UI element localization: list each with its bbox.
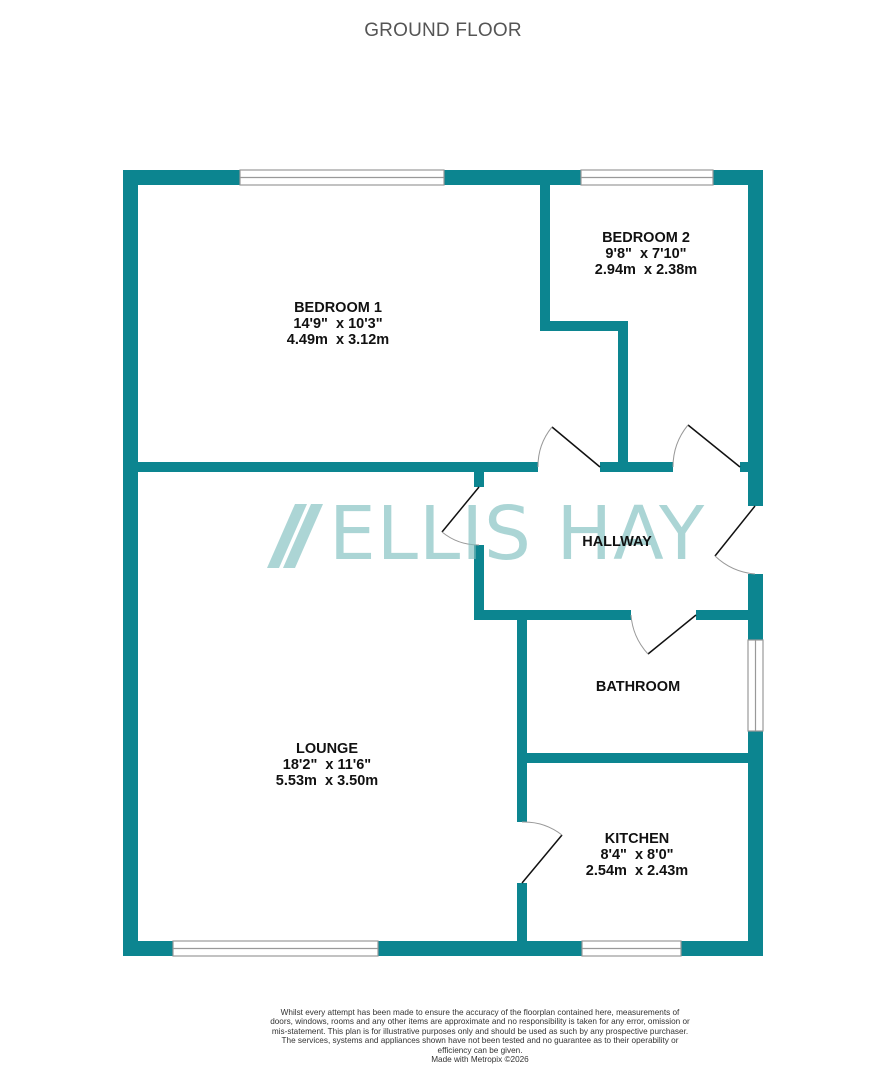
doors [441,424,756,884]
room-metric: 2.94m x 2.38m [594,262,698,278]
door-bedroom-2 [672,424,741,468]
door-front [714,505,756,575]
room-imperial: 18'2" x 11'6" [282,757,372,773]
room-lounge: LOUNGE 18'2" x 11'6" 5.53m x 3.50m [276,741,378,789]
credit-text: Made with Metropix ©2026 [431,1055,529,1065]
door-bathroom [630,614,697,655]
windows [172,169,764,957]
room-name: BATHROOM [595,679,681,695]
window-bedroom-2 [580,169,714,186]
room-kitchen: KITCHEN 8'4" x 8'0" 2.54m x 2.43m [586,831,688,879]
window-bedroom-1 [239,169,445,186]
room-bathroom: BATHROOM [596,679,680,695]
window-kitchen [581,940,682,957]
room-name: BEDROOM 1 [294,300,382,316]
disclaimer: Whilst every attempt has been made to en… [270,1008,690,1064]
room-imperial: 9'8" x 7'10" [605,246,687,262]
room-metric: 5.53m x 3.50m [275,773,379,789]
door-kitchen [521,821,563,884]
floor-title: GROUND FLOOR [364,20,522,41]
room-name: BEDROOM 2 [602,230,690,246]
door-lounge [441,486,480,546]
room-metric: 4.49m x 3.12m [286,332,390,348]
room-name: LOUNGE [295,741,359,757]
room-imperial: 8'4" x 8'0" [600,847,674,863]
window-lounge [172,940,379,957]
room-metric: 2.54m x 2.43m [585,863,689,879]
disclaimer-text: Whilst every attempt has been made to en… [270,1008,690,1055]
room-name: KITCHEN [604,831,670,847]
room-name: HALLWAY [582,534,652,550]
room-imperial: 14'9" x 10'3" [293,316,383,332]
room-bedroom-1: BEDROOM 1 14'9" x 10'3" 4.49m x 3.12m [287,300,389,348]
door-bedroom-1 [537,426,601,468]
window-bathroom [747,639,764,732]
room-bedroom-2: BEDROOM 2 9'8" x 7'10" 2.94m x 2.38m [595,230,697,278]
walls [123,170,763,956]
room-hallway: HALLWAY [582,534,652,550]
